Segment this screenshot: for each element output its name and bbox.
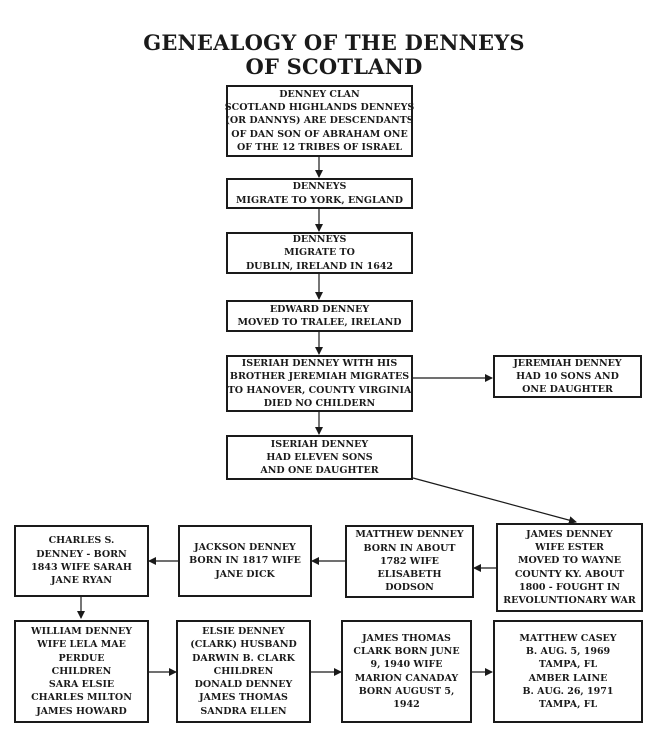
box-text-line: JANE DICK	[215, 568, 275, 580]
chart-title-line-2: OF SCOTLAND	[245, 54, 423, 79]
box-text-line: ONE DAUGHTER	[522, 384, 613, 396]
arrow-iseriah2-to-james	[412, 477, 577, 525]
box-text-line: MIGRATE TO	[284, 247, 355, 259]
box-text-line: CHILDREN	[213, 665, 274, 677]
box-text-line: OF THE 12 TRIBES OF ISRAEL	[236, 141, 403, 153]
box-text-line: WILLIAM DENNEY	[31, 625, 132, 637]
box-text-line: ELISABETH	[377, 569, 442, 581]
box-text-line: (CLARK) HUSBAND	[190, 639, 297, 651]
box-text-line: MATTHEW CASEY	[519, 632, 617, 644]
box-text-line: (OR DANNYS) ARE DESCENDANTS	[225, 115, 414, 127]
box-text-line: CHARLES S.	[48, 535, 115, 547]
box-text-line: BORN IN ABOUT	[363, 542, 456, 554]
box-text-line: JEREMIAH DENNEY	[513, 357, 622, 369]
box-text-line: MARION CANADAY	[354, 672, 459, 684]
box-text-line: DUBLIN, IRELAND IN 1642	[245, 260, 394, 272]
box-text-line: CHILDREN	[51, 665, 112, 677]
box-text-line: WIFE LELA MAE	[37, 639, 126, 651]
box-text-line: SANDRA ELLEN	[200, 705, 287, 717]
box-text-line: JANE RYAN	[51, 575, 112, 587]
box-text-line: TO HANOVER, COUNTY VIRGINIA	[227, 384, 412, 396]
box-text-line: ELSIE DENNEY	[202, 625, 285, 637]
box-text-line: MOVED TO WAYNE	[517, 555, 622, 567]
box-text-line: CLARK BORN JUNE	[353, 645, 460, 657]
box-text-line: DENNEYS	[292, 181, 347, 193]
box-text-line: B. AUG. 5, 1969	[525, 645, 611, 657]
box-text-line: HAD 10 SONS AND	[516, 370, 619, 382]
box-charles-denney: CHARLES S.DENNEY - BORN 1843 WIFE SARAH JA…	[14, 525, 149, 597]
box-text-line: DONALD DENNEY	[194, 679, 293, 691]
box-text-line: ISERIAH DENNEY WITH HIS	[241, 357, 398, 369]
box-text-line: OF DAN SON OF ABRAHAM ONE	[231, 128, 408, 140]
box-text-line: HAD ELEVEN SONS	[266, 451, 373, 463]
box-text-line: DENNEY CLAN	[279, 88, 360, 100]
box-text-line: ISERIAH DENNEY	[270, 438, 369, 450]
box-text-line: 1843 WIFE SARAH	[31, 562, 132, 573]
box-text-line: JAMES HOWARD	[36, 705, 127, 717]
box-text-line: TAMPA, FL	[538, 659, 598, 671]
box-text-line: DARWIN B. CLARK	[192, 652, 295, 664]
box-text-line: 9, 1940 WIFE	[370, 659, 443, 671]
box-edward-denney: EDWARD DENNEY MOVED TO TRALEE, IRELAND	[226, 300, 413, 332]
box-text-line: BORN IN 1817 WIFE	[189, 555, 301, 567]
box-text-line: JAMES THOMAS	[199, 692, 288, 704]
box-text-line: 1782 WIFE	[380, 555, 439, 567]
box-text-line: PERDUE	[58, 652, 105, 664]
box-text-line: MATTHEW DENNEY	[355, 529, 464, 541]
box-text-line: MOVED TO TRALEE, IRELAND	[237, 317, 402, 328]
box-denney-clan: DENNEY CLAN SCOTLAND HIGHLANDS DENNEYS(OR…	[224, 85, 415, 157]
box-text-line: SCOTLAND HIGHLANDS DENNEYS	[224, 102, 415, 114]
box-text-line: DENNEYS	[292, 234, 347, 246]
box-text-line: WIFE ESTER	[535, 541, 604, 553]
box-iseriah-denney-migrates: ISERIAH DENNEY WITH HIS BROTHER JEREMIAH …	[226, 355, 413, 412]
box-text-line: TAMPA, FL	[538, 699, 598, 711]
box-text-line: DENNEY - BORN	[36, 548, 127, 560]
box-text-line: SARA ELSIE	[48, 679, 115, 691]
box-text-line: BROTHER JEREMIAH MIGRATES	[229, 371, 410, 383]
chart-title-line-1: GENEALOGY OF THE DENNEYS	[143, 30, 525, 55]
box-text-line: JAMES THOMAS	[362, 632, 451, 644]
box-text-line: BORN AUGUST 5,	[358, 685, 455, 697]
box-text-line: CHARLES MILTON	[31, 692, 132, 704]
box-text-line: 1942	[393, 699, 420, 711]
box-text-line: 1800 - FOUGHT IN	[519, 581, 620, 593]
box-text-line: JAMES DENNEY	[526, 528, 613, 540]
box-text-line: MIGRATE TO YORK, ENGLAND	[236, 194, 403, 206]
box-text-line: REVOLUNTIONARY WAR	[503, 595, 636, 607]
box-text-line: DIED NO CHILDERN	[263, 397, 376, 409]
box-text-line: AND ONE DAUGHTER	[260, 465, 379, 477]
box-text-line: EDWARD DENNEY	[269, 303, 370, 315]
box-text-line: AMBER LAINE	[528, 672, 608, 684]
box-text-line: JACKSON DENNEY	[194, 542, 296, 554]
box-text-line: DODSON	[385, 582, 434, 594]
box-text-line: COUNTY KY. ABOUT	[514, 568, 625, 580]
box-text-line: B. AUG. 26, 1971	[522, 685, 614, 697]
